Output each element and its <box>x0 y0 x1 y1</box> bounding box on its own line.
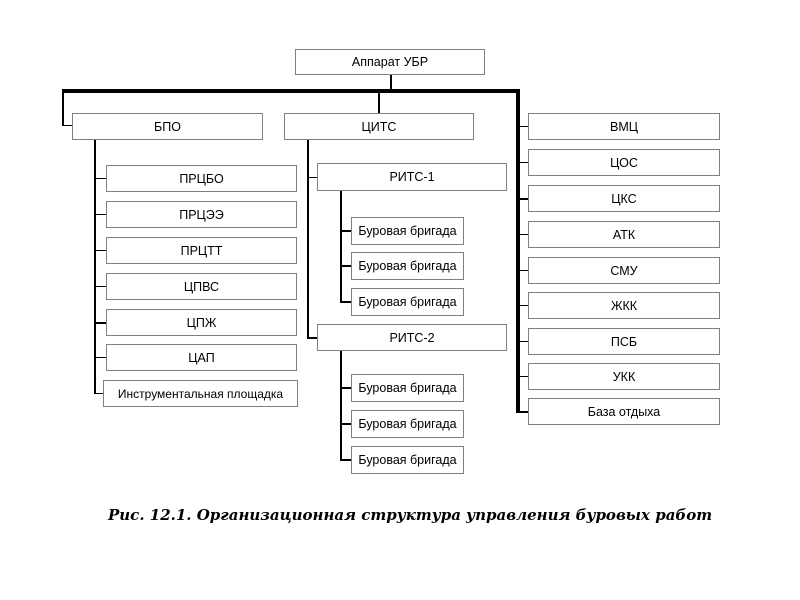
connector-bpo-stub-3 <box>94 250 106 251</box>
node-burovaya-brigada-4: Буровая бригада <box>351 374 464 402</box>
node-label: ПРЦТТ <box>180 243 223 258</box>
connector-right-stub-7 <box>519 341 528 342</box>
node-label: Буровая бригада <box>358 381 457 395</box>
node-cks: ЦКС <box>528 185 720 212</box>
node-label: ПРЦЭЭ <box>179 207 224 222</box>
connector-right-stub-2 <box>519 162 528 163</box>
node-label: Инструментальная площадка <box>117 386 284 401</box>
node-label: РИТС-2 <box>389 330 435 345</box>
node-label: ПСБ <box>610 334 638 349</box>
node-rits-2: РИТС-2 <box>317 324 507 351</box>
node-burovaya-brigada-3: Буровая бригада <box>351 288 464 316</box>
node-cpzh: ЦПЖ <box>106 309 297 336</box>
connector-rits1-stub <box>307 177 318 178</box>
node-label: Буровая бригада <box>358 453 457 467</box>
node-label: Буровая бригада <box>358 295 457 309</box>
node-label: ЦАП <box>188 350 215 365</box>
node-label: ЦПВС <box>183 279 220 294</box>
connector-rits2-stub-3 <box>340 459 352 461</box>
connector-bpo-stub-1 <box>94 178 106 179</box>
node-label: РИТС-1 <box>389 170 435 184</box>
node-burovaya-brigada-5: Буровая бригада <box>351 410 464 438</box>
connector-right-stub-6 <box>519 305 528 306</box>
node-vmc: ВМЦ <box>528 113 720 140</box>
connector-bpo-elbow-h <box>62 125 72 126</box>
connector-right-stub-1 <box>519 126 528 127</box>
connector-right-stub-4 <box>519 234 528 235</box>
node-label: База отдыха <box>587 404 661 419</box>
node-instrumental-ploshchadka: Инструментальная площадка <box>103 380 298 407</box>
connector-rits2-stub-1 <box>340 387 352 389</box>
connector-rits1-stub-1 <box>340 230 352 232</box>
node-label: ЖКК <box>610 298 638 313</box>
node-label: ПРЦБО <box>179 171 224 186</box>
node-smu: СМУ <box>528 257 720 284</box>
connector-right-stub-9 <box>519 411 528 413</box>
connector-rits1-stub-3 <box>340 301 352 303</box>
connector-bpo-stub-2 <box>94 214 106 215</box>
connector-bpo-trunk <box>94 140 96 394</box>
connector-bpo-stub-7 <box>94 393 106 394</box>
node-label: Буровая бригада <box>358 224 457 238</box>
node-label: ЦПЖ <box>186 315 217 330</box>
connector-rits1-stub-2 <box>340 265 352 267</box>
connector-rits1-trunk <box>340 191 342 303</box>
node-cos: ЦОС <box>528 149 720 176</box>
node-burovaya-brigada-6: Буровая бригада <box>351 446 464 474</box>
connector-right-stub-3 <box>519 198 528 200</box>
connector-right-trunk <box>516 89 520 413</box>
node-zhkk: ЖКК <box>528 292 720 319</box>
connector-root-stub <box>390 75 392 89</box>
node-burovaya-brigada-2: Буровая бригада <box>351 252 464 280</box>
connector-bpo-stub-4 <box>94 286 106 287</box>
node-label: СМУ <box>610 263 638 278</box>
node-rits-1: РИТС-1 <box>317 163 507 191</box>
node-baza-otdykha: База отдыха <box>528 398 720 425</box>
node-cap: ЦАП <box>106 344 297 371</box>
node-prcee: ПРЦЭЭ <box>106 201 297 228</box>
connector-bpo-stub-5 <box>94 322 106 324</box>
node-burovaya-brigada-1: Буровая бригада <box>351 217 464 245</box>
node-label: ВМЦ <box>610 119 638 134</box>
node-prcbo: ПРЦБО <box>106 165 297 192</box>
node-label: Буровая бригада <box>358 417 457 431</box>
node-label: Буровая бригада <box>358 259 457 273</box>
figure-caption: Рис. 12.1. Организационная структура упр… <box>108 506 713 524</box>
node-cits: ЦИТС <box>284 113 474 140</box>
connector-bpo-stub-6 <box>94 357 106 358</box>
connector-cits-trunk <box>307 140 309 338</box>
node-label: ЦОС <box>610 155 638 170</box>
connector-right-stub-8 <box>519 376 528 377</box>
node-label: БПО <box>154 119 181 134</box>
connector-rits2-stub <box>307 337 318 339</box>
connector-rits2-stub-2 <box>340 423 352 425</box>
node-label: АТК <box>612 227 636 242</box>
node-prctt: ПРЦТТ <box>106 237 297 264</box>
node-cpvs: ЦПВС <box>106 273 297 300</box>
node-bpo: БПО <box>72 113 263 140</box>
node-apparat-ubr: Аппарат УБР <box>295 49 485 75</box>
node-label: Аппарат УБР <box>351 55 429 69</box>
connector-rits2-trunk <box>340 351 342 461</box>
node-label: ЦКС <box>611 191 637 206</box>
connector-top-bar <box>62 89 520 93</box>
node-label: УКК <box>612 369 636 384</box>
node-psb: ПСБ <box>528 328 720 355</box>
node-atk: АТК <box>528 221 720 248</box>
node-label: ЦИТС <box>361 119 397 134</box>
connector-cits-stub <box>378 93 380 113</box>
connector-right-stub-5 <box>519 270 528 271</box>
node-ukk: УКК <box>528 363 720 390</box>
connector-bpo-elbow-v <box>62 89 64 126</box>
